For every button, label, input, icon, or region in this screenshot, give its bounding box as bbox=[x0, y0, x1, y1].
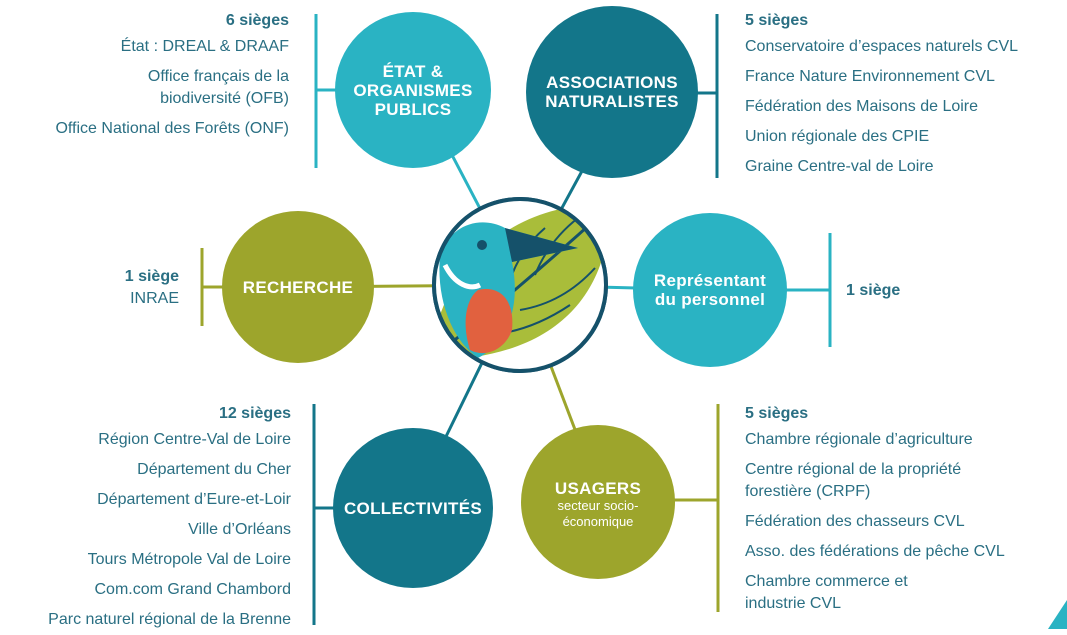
bracket-personnel bbox=[784, 233, 832, 347]
associations-member: France Nature Environnement CVL bbox=[745, 68, 995, 85]
recherche-title: RECHERCHE bbox=[242, 277, 354, 297]
circle-usagers bbox=[521, 425, 675, 579]
bracket-collectivites bbox=[312, 404, 336, 625]
circle-label-collectivites: COLLECTIVITÉS bbox=[343, 493, 483, 523]
circle-recherche bbox=[222, 211, 374, 363]
circle-collectivites bbox=[333, 428, 493, 588]
corner-decoration bbox=[1048, 600, 1067, 629]
etat-members-block: 6 sièges État : DREAL & DRAAF Office fra… bbox=[0, 10, 289, 144]
etat-member: Office français de la biodiversité (OFB) bbox=[147, 68, 289, 107]
recherche-seats: 1 siège bbox=[124, 268, 179, 285]
associations-seats: 5 sièges bbox=[745, 12, 809, 29]
bracket-usagers bbox=[672, 404, 720, 612]
usagers-member: Fédération des chasseurs CVL bbox=[745, 513, 965, 530]
bracket-etat bbox=[314, 14, 336, 168]
circle-label-recherche: RECHERCHE bbox=[228, 272, 368, 302]
usagers-member: Centre régional de la propriété forestiè… bbox=[745, 461, 962, 500]
circle-label-personnel: Représentant du personnel bbox=[645, 262, 775, 318]
collectivites-member: Tours Métropole Val de Loire bbox=[87, 551, 291, 568]
circle-label-associations: ASSOCIATIONS NATURALISTES bbox=[532, 62, 692, 122]
usagers-members-block: 5 sièges Chambre régionale d’agriculture… bbox=[745, 403, 1055, 619]
collectivites-member: Région Centre-Val de Loire bbox=[98, 431, 291, 448]
usagers-member: Chambre régionale d’agriculture bbox=[745, 431, 973, 448]
associations-member: Union régionale des CPIE bbox=[745, 128, 930, 145]
collectivites-seats: 12 sièges bbox=[218, 405, 291, 422]
usagers-title: USAGERS bbox=[554, 478, 642, 498]
associations-member: Conservatoire d’espaces naturels CVL bbox=[745, 38, 1019, 55]
collectivites-members-block: 12 sièges Région Centre-Val de Loire Dép… bbox=[0, 403, 291, 635]
personnel-seats: 1 siège bbox=[846, 282, 901, 299]
associations-members-block: 5 sièges Conservatoire d’espaces naturel… bbox=[745, 10, 1065, 182]
associations-member: Graine Centre-val de Loire bbox=[745, 158, 934, 175]
circle-associations bbox=[526, 6, 698, 178]
circle-etat bbox=[335, 12, 491, 168]
kingfisher-logo-icon bbox=[432, 197, 608, 373]
etat-member: Office National des Forêts (ONF) bbox=[55, 120, 289, 137]
collectivites-title: COLLECTIVITÉS bbox=[343, 498, 482, 518]
collectivites-member: Parc naturel régional de la Brenne bbox=[48, 611, 291, 628]
collectivites-member: Département du Cher bbox=[137, 461, 291, 478]
recherche-members-block: 1 siège INRAE bbox=[59, 266, 179, 310]
etat-title: ÉTAT & ORGANISMES PUBLICS bbox=[353, 61, 473, 119]
bracket-associations bbox=[697, 14, 719, 178]
associations-member: Fédération des Maisons de Loire bbox=[745, 98, 979, 115]
personnel-title: Représentant du personnel bbox=[653, 271, 767, 309]
collectivites-member: Ville d’Orléans bbox=[188, 521, 291, 538]
circle-label-usagers: USAGERS secteur socio-économique bbox=[533, 474, 663, 534]
circle-label-etat: ÉTAT & ORGANISMES PUBLICS bbox=[343, 52, 483, 128]
usagers-seats: 5 sièges bbox=[745, 405, 809, 422]
etat-seats: 6 sièges bbox=[225, 12, 289, 29]
usagers-member: Chambre commerce et industrie CVL bbox=[745, 573, 908, 612]
collectivites-member: Com.com Grand Chambord bbox=[94, 581, 291, 598]
usagers-subtitle: secteur socio-économique bbox=[557, 497, 639, 529]
associations-title: ASSOCIATIONS NATURALISTES bbox=[545, 73, 679, 111]
circle-personnel bbox=[633, 213, 787, 367]
collectivites-member: Département d’Eure-et-Loir bbox=[97, 491, 291, 508]
personnel-members-block: 1 siège bbox=[846, 280, 966, 302]
usagers-member: Asso. des fédérations de pêche CVL bbox=[745, 543, 1005, 560]
recherche-member: INRAE bbox=[130, 290, 179, 307]
etat-member: État : DREAL & DRAAF bbox=[120, 38, 289, 55]
